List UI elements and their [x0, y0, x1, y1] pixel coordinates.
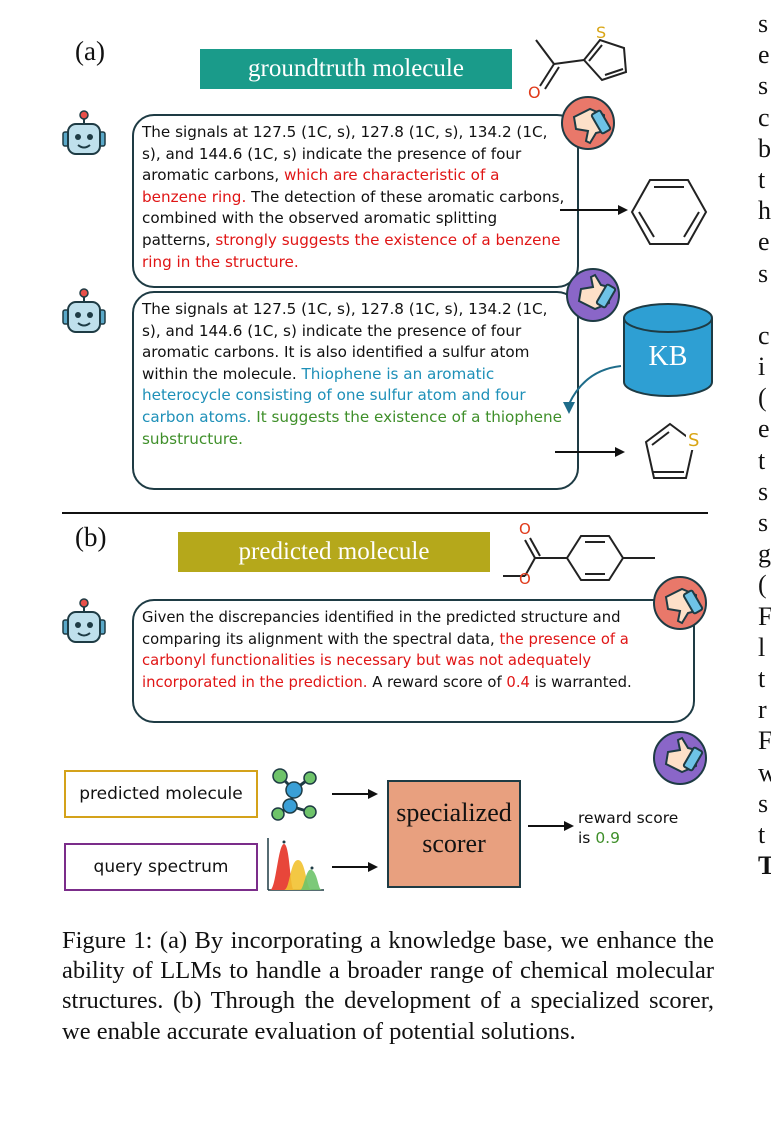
- spectrum-chart-icon: [267, 838, 324, 891]
- groundtruth-molecule-icon: S O: [528, 23, 628, 102]
- reasoning-bubble-thiophene: The signals at 127.5 (1C, s), 127.8 (1C,…: [132, 291, 579, 490]
- column-fragment-line: h: [758, 196, 771, 226]
- arrow-icon: [332, 862, 378, 872]
- thumbs-up-icon: [653, 731, 707, 785]
- reward-score-text: reward score is 0.9: [578, 809, 679, 847]
- query-spectrum-box: query spectrum: [64, 843, 258, 891]
- column-fragment-line: t: [758, 663, 766, 693]
- column-fragment-line: t: [758, 445, 766, 475]
- column-fragment-line: s: [758, 476, 769, 506]
- column-fragment-line: w: [758, 757, 771, 787]
- arrow-icon: [555, 447, 625, 457]
- column-fragment-line: t: [758, 164, 766, 194]
- panel-a-label: (a): [75, 36, 105, 66]
- thiophene-icon: S: [644, 422, 704, 479]
- column-fragment-line: s: [758, 71, 769, 101]
- column-fragment-line: s: [758, 788, 769, 818]
- oxygen-atom: O: [519, 520, 531, 538]
- column-fragment-line: T: [758, 851, 771, 881]
- panel-b-label: (b): [75, 522, 107, 552]
- oxygen-atom: O: [528, 83, 541, 102]
- column-fragment-line: (: [758, 570, 767, 600]
- benzene-icon: [630, 179, 708, 245]
- column-fragment-line: F: [758, 601, 771, 631]
- molecule-3d-icon: [271, 768, 317, 821]
- predicted-molecule-box: predicted molecule: [64, 770, 258, 818]
- column-fragment-line: e: [758, 40, 770, 70]
- column-fragment-line: e: [758, 227, 770, 257]
- arrow-icon: [528, 821, 574, 831]
- column-fragment-line: s: [758, 508, 769, 537]
- arrow-icon: [332, 789, 378, 799]
- kb-label: KB: [649, 341, 688, 372]
- robot-icon: [62, 598, 106, 643]
- column-fragment-line: g: [758, 539, 771, 569]
- database-icon: KB: [623, 303, 713, 397]
- column-fragment-line: s: [758, 9, 769, 38]
- groundtruth-banner: groundtruth molecule: [200, 49, 512, 89]
- column-fragment-line: F: [758, 726, 771, 756]
- column-fragment-line: (: [758, 383, 767, 413]
- oxygen-atom: O: [519, 570, 531, 588]
- reasoning-bubble-reward: Given the discrepancies identified in th…: [132, 599, 695, 723]
- thumbs-down-icon: [653, 576, 707, 630]
- column-fragment-line: b: [758, 133, 771, 163]
- predicted-molecule-icon: O O: [503, 520, 655, 588]
- column-fragment-line: [758, 289, 771, 320]
- column-fragment-line: c: [758, 102, 770, 132]
- reasoning-bubble-benzene: The signals at 127.5 (1C, s), 127.8 (1C,…: [132, 114, 579, 288]
- column-fragment-line: l: [758, 632, 766, 662]
- thumbs-up-icon: [566, 268, 620, 322]
- column-fragment-line: e: [758, 414, 770, 444]
- column-fragment-line: s: [758, 258, 769, 288]
- sulfur-atom: S: [688, 430, 699, 451]
- arrow-icon: [560, 205, 628, 215]
- thumbs-down-icon: [561, 96, 615, 150]
- column-fragment-line: c: [758, 320, 770, 350]
- figure-caption: Figure 1: (a) By incorporating a knowled…: [62, 927, 714, 1045]
- column-fragment-line: i: [758, 352, 766, 382]
- column-fragment-line: r: [758, 695, 767, 725]
- column-fragment-line: t: [758, 819, 766, 849]
- sulfur-atom: S: [596, 23, 606, 42]
- predicted-banner: predicted molecule: [178, 532, 490, 572]
- specialized-scorer-box: specialized scorer: [387, 780, 521, 888]
- panel-divider: [62, 512, 708, 514]
- robot-icon: [62, 110, 106, 155]
- arrow-icon: [563, 365, 622, 414]
- robot-icon: [62, 288, 106, 333]
